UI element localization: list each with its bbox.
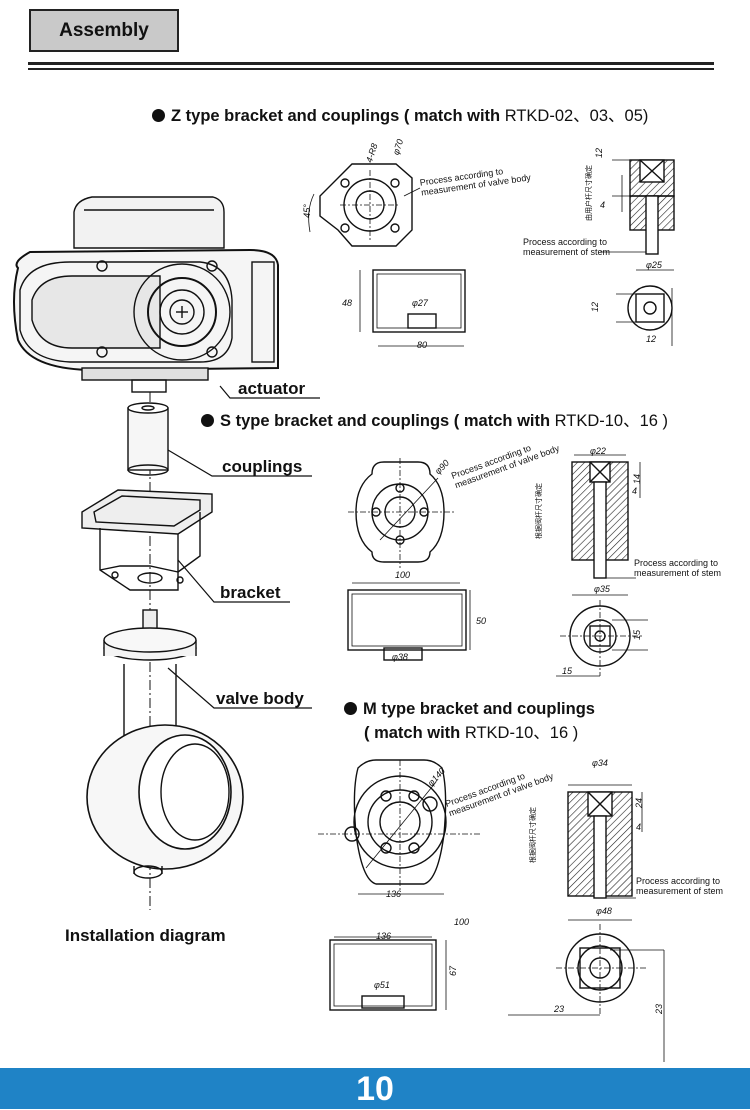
bracket-drawing — [81, 489, 213, 591]
z-type-coupling-section — [600, 159, 675, 346]
s-dim-d38: φ38 — [392, 652, 408, 662]
valve-body-label: valve body — [216, 689, 304, 708]
s-type-coupling-section — [556, 454, 648, 677]
s-type-flange-drawing — [348, 458, 454, 568]
m-dim-100: 100 — [454, 917, 470, 927]
z-dim-48: 48 — [342, 298, 353, 308]
z-dim-side-12: 12 — [590, 301, 601, 313]
actuator-drawing — [13, 196, 279, 393]
page-number: 10 — [356, 1070, 394, 1108]
z-dim-4: 4 — [600, 200, 606, 210]
header-rule-top — [28, 62, 714, 65]
z-chinese-note: 由用户杆尺寸确定 — [586, 165, 593, 221]
couplings-label: couplings — [222, 457, 303, 476]
installation-diagram-caption: Installation diagram — [65, 926, 226, 945]
s-type-heading: S type bracket and couplings ( match wit… — [201, 407, 668, 431]
m-dim-d34: φ34 — [592, 758, 608, 768]
m-type-heading: M type bracket and couplings — [344, 700, 595, 719]
m-dim-flange-136: 136 — [386, 889, 402, 899]
z-type-bracket-section — [359, 269, 466, 347]
m-type-coupling-section — [508, 784, 665, 1062]
m-type-heading-line2: ( match with RTKD-10、16 ) — [364, 724, 579, 742]
bullet-icon — [344, 702, 357, 715]
m-dim-67: 67 — [448, 965, 459, 977]
s-chinese-note: 根据阀杆尺寸确定 — [536, 483, 543, 539]
s-dim-d22: φ22 — [590, 446, 606, 456]
m-dim-bottom-23: 23 — [554, 1004, 565, 1014]
m-type-bracket-section — [329, 936, 447, 1011]
section-header: Assembly — [29, 9, 179, 52]
m-type-flange-drawing — [318, 759, 482, 895]
z-type-flange-drawing — [308, 163, 421, 247]
m-dim-d51: φ51 — [374, 980, 390, 990]
s-dim-4: 4 — [632, 486, 638, 496]
z-dim-80: 80 — [417, 340, 428, 350]
actuator-label: actuator — [238, 379, 306, 398]
m-dim-bracket-136: 136 — [376, 931, 392, 941]
z-dim-bottom-12: 12 — [646, 334, 657, 344]
z-dim-12: 12 — [594, 147, 605, 159]
s-dim-d35: φ35 — [594, 584, 610, 594]
m-dim-4: 4 — [636, 822, 642, 832]
s-dim-bottom-15: 15 — [562, 666, 573, 676]
footer-bar — [0, 1068, 750, 1109]
m-dim-24: 24 — [634, 797, 645, 809]
s-dim-side-15: 15 — [632, 629, 643, 641]
s-dim-14: 14 — [632, 473, 643, 485]
header-rule-bottom — [28, 68, 714, 70]
bullet-icon — [201, 414, 214, 427]
m-dim-d48: φ48 — [596, 906, 612, 916]
bullet-icon — [152, 109, 165, 122]
s-dim-50: 50 — [476, 616, 487, 626]
z-dim-45: 45° — [301, 204, 312, 218]
m-chinese-note: 根据阀杆尺寸确定 — [530, 807, 537, 863]
m-dim-side-23: 23 — [654, 1003, 665, 1015]
s-type-bracket-section — [347, 582, 471, 661]
coupling-drawing — [127, 402, 169, 476]
z-dim-d27: φ27 — [412, 298, 428, 308]
bracket-label: bracket — [220, 583, 281, 602]
z-dim-d25: φ25 — [646, 260, 662, 270]
s-dim-100: 100 — [395, 570, 411, 580]
valve-body-drawing — [86, 609, 244, 879]
z-type-heading: Z type bracket and couplings ( match wit… — [152, 102, 648, 126]
